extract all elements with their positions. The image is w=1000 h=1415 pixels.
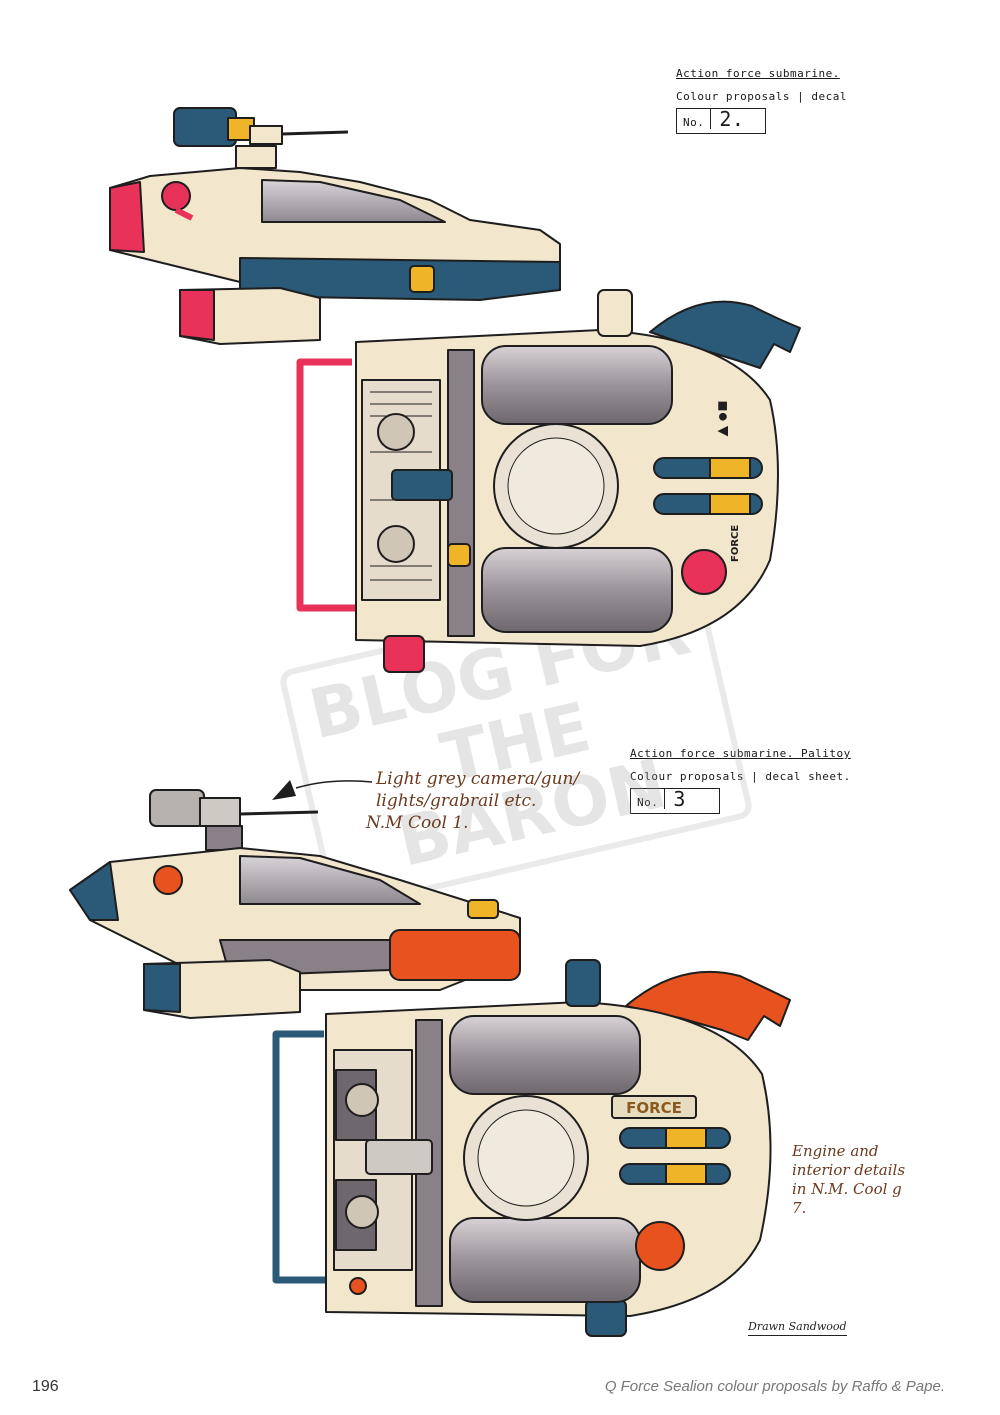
annotation-light-grey-line2: lights/grabrail etc.: [376, 791, 537, 811]
vehicle-2-side-view: [69, 789, 521, 1019]
annotation-engine-line4: 7.: [792, 1199, 807, 1217]
v1-front-nub-bottom: [383, 635, 425, 673]
vehicle-1-top-view: [296, 289, 801, 673]
v1-wheel-upper: [377, 413, 415, 451]
spec-1-no-value: 2.: [710, 109, 759, 129]
v2-wheel-upper: [345, 1083, 379, 1117]
spec-1-number-box: No. 2.: [676, 108, 767, 134]
v2-torpedo-upper-check: [665, 1127, 707, 1149]
spec-2-number-box: No. 3: [630, 788, 721, 814]
vehicle-2-top-view: [272, 959, 791, 1337]
v1-tank-upper: [481, 345, 673, 425]
spec-box-1: Action force submarine. Colour proposals…: [676, 62, 847, 134]
annotation-light-grey: Light grey camera/gun/ lights/grabrail e…: [366, 768, 580, 834]
v2-wheel-lower: [345, 1195, 379, 1229]
annotation-arrowhead: [272, 780, 296, 800]
annotation-engine-line2: interior details: [792, 1161, 906, 1179]
spec-1-no-label: No.: [683, 116, 705, 129]
v1-torpedo-lower-check: [709, 493, 751, 515]
v1-hatch-inner: [507, 437, 605, 535]
annotation-engine-line1: Engine and: [792, 1142, 879, 1160]
v2-turret-mount: [205, 825, 243, 851]
v1-turret-mount: [235, 145, 277, 169]
v2-tank-upper: [449, 1015, 641, 1095]
vehicle-1-side-view: [109, 107, 561, 345]
v1-canopy: [261, 179, 446, 223]
v1-tank-lower: [481, 547, 673, 633]
v1-torpedo-upper-check: [709, 457, 751, 479]
annotation-light-grey-line1: Light grey camera/gun/: [376, 769, 580, 789]
v2-front-nub-top: [565, 959, 601, 1007]
v2-camera-turret: [149, 789, 205, 827]
v2-pontoon-tip: [143, 963, 181, 1013]
spec-2-title: Action force submarine. Palitoy: [630, 747, 851, 760]
v2-tank-lower: [449, 1217, 641, 1303]
v2-torpedo-lower-check: [665, 1163, 707, 1185]
v2-orange-pod: [389, 929, 521, 981]
v2-q-logo: [153, 865, 183, 895]
v2-force-panel: [611, 1095, 697, 1119]
v1-q-logo-tail: [174, 207, 194, 221]
v2-hatch-inner: [477, 1109, 575, 1207]
annotation-arrow: [295, 780, 373, 789]
spec-box-2: Action force submarine. Palitoy Colour p…: [630, 742, 851, 814]
figure-caption: Q Force Sealion colour proposals by Raff…: [604, 1378, 945, 1395]
v1-yellow-light: [447, 543, 471, 567]
annotation-engine: Engine and interior details in N.M. Cool…: [792, 1142, 905, 1218]
v2-gun-barrel: [239, 810, 319, 816]
v1-shapes-decal: ▲●■: [712, 400, 732, 440]
spec-1-subtitle: Colour proposals | decal: [676, 90, 847, 103]
v1-grab-rail: [296, 358, 360, 612]
annotation-light-grey-line3: N.M Cool 1.: [366, 813, 469, 833]
v2-front-nub-bottom: [585, 1299, 627, 1337]
v2-force-decal: FORCE: [626, 1099, 682, 1117]
spec-2-no-value: 3: [664, 789, 713, 809]
page-number: 196: [32, 1378, 59, 1395]
v1-pontoon-tip: [179, 289, 215, 341]
v2-canopy: [239, 855, 421, 905]
spec-2-subtitle: Colour proposals | decal sheet.: [630, 770, 851, 783]
v2-turret-housing: [199, 797, 241, 827]
v1-gun-barrel: [281, 130, 349, 136]
v1-turret-housing: [249, 125, 283, 145]
annotation-engine-line3: in N.M. Cool g: [792, 1180, 902, 1198]
artist-signature: Drawn Sandwood: [748, 1320, 847, 1336]
v1-q-logo: [161, 181, 191, 211]
v2-grab-rail: [272, 1030, 330, 1284]
v2-small-q-logo: [349, 1277, 367, 1295]
v2-top-q-logo: [635, 1221, 685, 1271]
v2-tail-fin: [625, 970, 791, 1041]
v1-top-q-logo: [681, 549, 727, 595]
v1-wheel-lower: [377, 525, 415, 563]
v2-yellow-light: [467, 899, 499, 919]
v1-force-decal: FORCE: [730, 525, 741, 562]
spec-1-title: Action force submarine.: [676, 67, 840, 80]
v1-belly-badge: [409, 265, 435, 293]
v2-blue-nose: [69, 861, 119, 921]
spec-2-no-label: No.: [637, 796, 659, 809]
v1-control-block: [391, 469, 453, 501]
v1-camera-turret: [173, 107, 237, 147]
v1-red-nose: [109, 181, 145, 253]
v2-control-block: [365, 1139, 433, 1175]
v1-tail-fin: [649, 300, 801, 369]
v1-front-nub-top: [597, 289, 633, 337]
